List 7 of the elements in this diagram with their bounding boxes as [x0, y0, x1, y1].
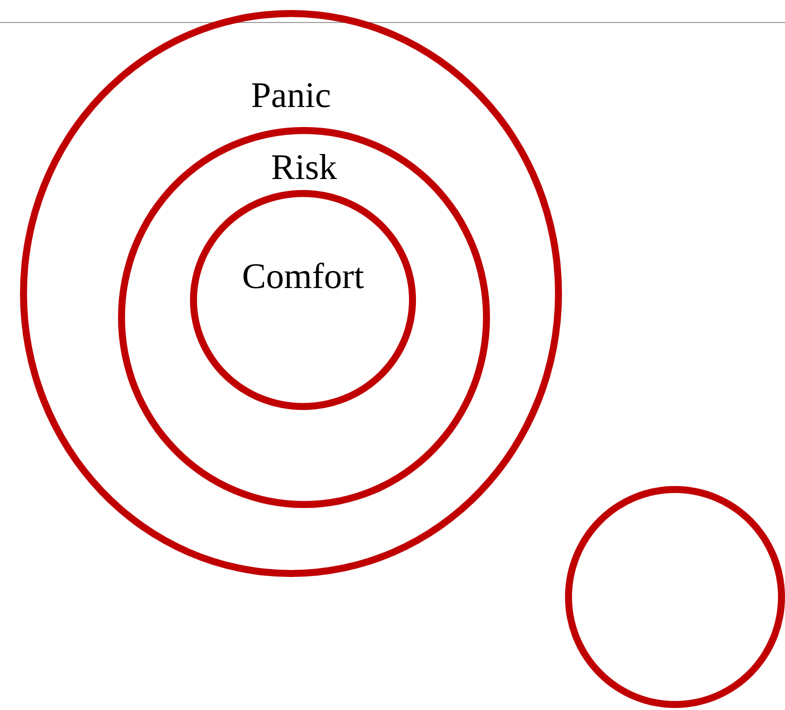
zone-label: Comfort [241, 258, 365, 294]
empty-circle [565, 486, 785, 708]
zone-label: Risk [270, 149, 338, 185]
zone-circle [118, 127, 490, 508]
zone-label: Panic [250, 77, 332, 113]
zone-circle [190, 190, 416, 410]
zone-circle [20, 10, 562, 577]
